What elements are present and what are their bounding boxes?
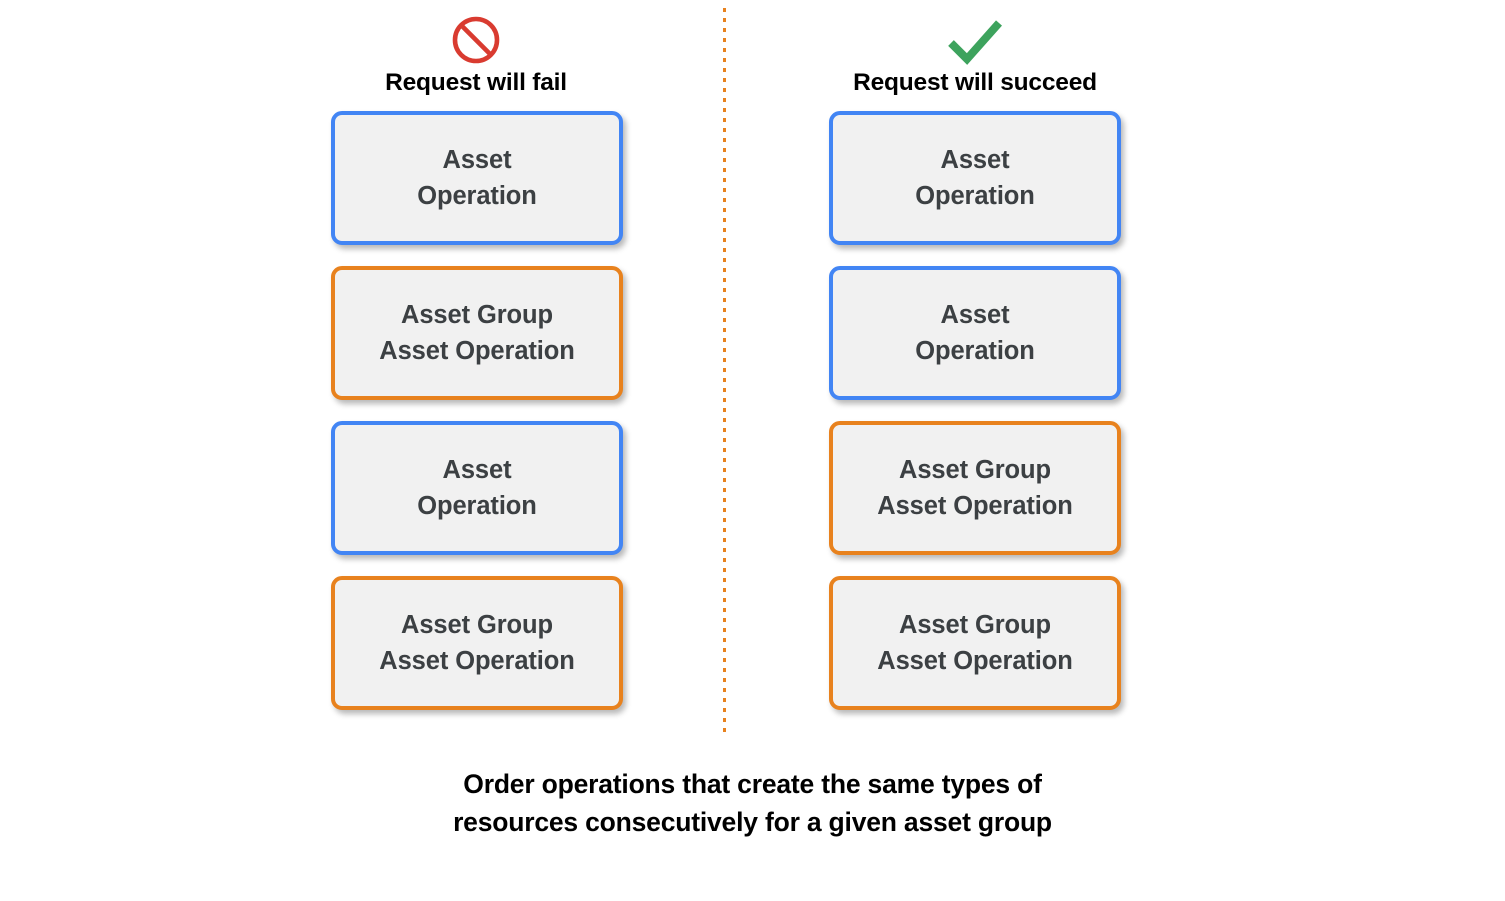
operation-box-asset-group: Asset Group Asset Operation	[331, 266, 623, 400]
success-column-label: Request will succeed	[853, 69, 1097, 96]
operation-box-asset-group: Asset Group Asset Operation	[829, 576, 1121, 710]
operation-box-line: Asset Operation	[379, 337, 575, 365]
operation-box-asset: Asset Operation	[829, 266, 1121, 400]
caption-line-2: resources consecutively for a given asse…	[453, 807, 1052, 838]
fail-operation-list: Asset Operation Asset Group Asset Operat…	[331, 111, 623, 731]
operation-box-line: Operation	[915, 337, 1035, 365]
operation-box-line: Asset Group	[899, 455, 1051, 484]
operation-box-asset-group: Asset Group Asset Operation	[829, 421, 1121, 555]
operation-box-asset: Asset Operation	[331, 421, 623, 555]
fail-column-header: Request will fail	[326, 12, 626, 96]
vertical-dotted-divider	[723, 8, 726, 738]
operation-box-asset: Asset Operation	[331, 111, 623, 245]
operation-box-line: Asset Operation	[877, 647, 1073, 675]
operation-box-line: Asset Group	[401, 300, 553, 329]
operation-box-line: Asset Group	[899, 610, 1051, 639]
operation-box-line: Asset	[940, 145, 1010, 174]
operation-box-line: Operation	[417, 492, 537, 520]
operation-box-line: Asset	[442, 145, 512, 174]
operation-box-line: Asset Group	[401, 610, 553, 639]
operation-box-line: Asset	[940, 300, 1010, 329]
prohibition-icon	[326, 12, 626, 68]
checkmark-icon	[825, 12, 1125, 68]
operation-box-line: Asset	[442, 455, 512, 484]
operation-box-line: Asset Operation	[379, 647, 575, 675]
fail-column-label: Request will fail	[385, 69, 567, 96]
operation-box-line: Operation	[915, 182, 1035, 210]
operation-box-line: Operation	[417, 182, 537, 210]
operation-box-line: Asset Operation	[877, 492, 1073, 520]
diagram-caption: Order operations that create the same ty…	[0, 765, 1505, 842]
caption-line-1: Order operations that create the same ty…	[463, 769, 1042, 799]
success-column-header: Request will succeed	[825, 12, 1125, 96]
success-operation-list: Asset Operation Asset Operation Asset Gr…	[829, 111, 1121, 731]
operation-box-asset-group: Asset Group Asset Operation	[331, 576, 623, 710]
operation-box-asset: Asset Operation	[829, 111, 1121, 245]
